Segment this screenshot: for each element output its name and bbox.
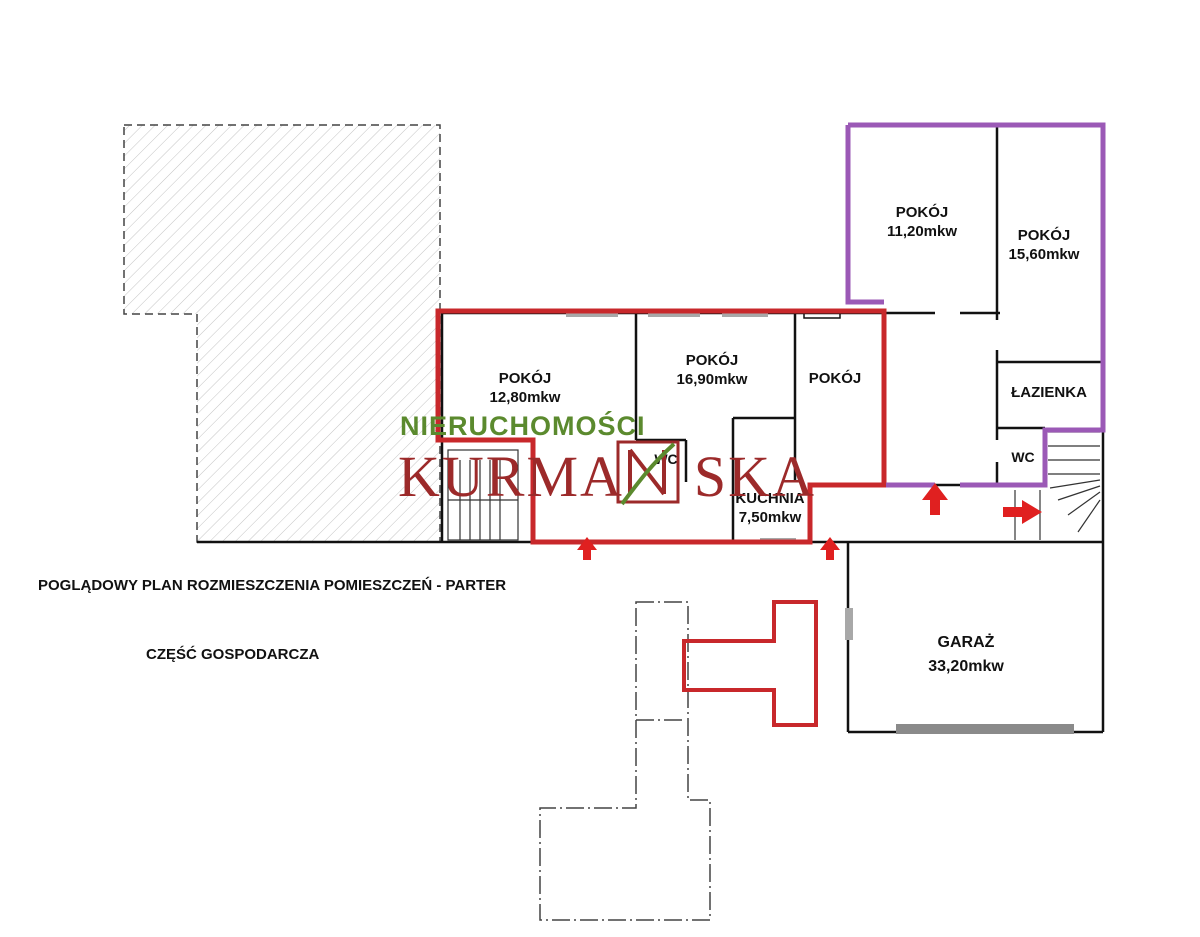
room-name: KUCHNIA [735,490,805,507]
room-label-pokoj-2: POKÓJ 15,60mkw [998,226,1090,264]
watermark-logo-icon [616,440,680,506]
room-name: POKÓJ [1017,227,1071,244]
entrance-arrows [577,483,1042,560]
watermark-main-left: KURMA [398,444,624,509]
highlight-red-outbuilding [682,600,818,727]
room-label-pokoj-1: POKÓJ 11,20mkw [875,203,969,241]
plan-title: POGLĄDOWY PLAN ROZMIESZCZENIA POMIESZCZE… [38,577,507,594]
room-name: POKÓJ [895,204,949,221]
room-label-pokoj-3: POKÓJ 12,80mkw [477,369,573,407]
room-label-garaz: GARAŻ 33,20mkw [905,631,1027,679]
room-label-wc-right: WC [1005,448,1041,467]
highlight-purple-unit [845,122,1106,488]
arrow-right-icon [1003,500,1042,524]
outbuilding [539,601,711,921]
staircase-left [447,449,519,541]
room-area: 16,90mkw [676,371,748,388]
room-area: 11,20mkw [886,223,958,240]
arrow-up-icon [820,537,840,560]
room-label-kuchnia: KUCHNIA 7,50mkw [727,489,813,527]
arrow-up-icon [577,537,597,560]
room-label-lazienka: ŁAZIENKA [1000,383,1098,402]
room-name: POKÓJ [498,370,552,387]
plan-subtitle: CZĘŚĆ GOSPODARCZA [146,646,320,663]
room-name: WC [1011,449,1035,465]
room-name: GARAŻ [937,634,995,651]
room-area: 7,50mkw [738,509,802,526]
room-area: 12,80mkw [489,389,561,406]
arrow-up-icon [922,483,948,515]
watermark-main-text: KURMA SKA [398,446,816,508]
room-area: 33,20mkw [928,658,1004,675]
room-area: 15,60mkw [1008,246,1080,263]
hatched-annex [123,124,441,543]
room-label-pokoj-4: POKÓJ 16,90mkw [660,351,764,389]
room-name: POKÓJ [685,352,739,369]
room-label-pokoj-5: POKÓJ [800,369,870,388]
room-name: ŁAZIENKA [1011,384,1087,401]
highlight-red-unit [435,308,887,545]
watermark-main-right: SKA [693,444,816,509]
watermark-top-text: NIERUCHOMOŚCI [400,411,646,441]
room-name: POKÓJ [808,370,862,387]
